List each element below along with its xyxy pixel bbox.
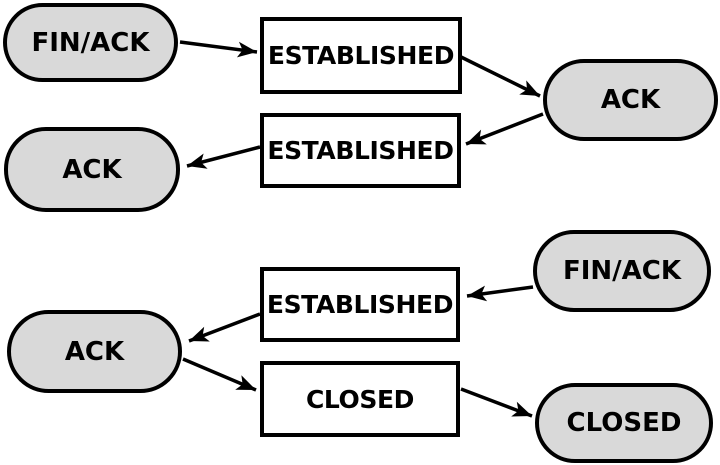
state-node-ack-left: ACK (4, 127, 180, 212)
arrow-established-3-to-ack-bottom (188, 312, 261, 343)
state-node-established-3: ESTABLISHED (260, 267, 460, 342)
arrow-ack-right-to-established-2 (465, 112, 544, 146)
arrow-closed-center-to-closed-right (460, 387, 533, 418)
state-node-finack-top: FIN/ACK (3, 3, 178, 82)
arrow-ack-bottom-to-closed-center (182, 357, 257, 392)
state-node-ack-right: ACK (543, 59, 718, 141)
arrow-established-2-to-ack-left (186, 145, 261, 169)
state-node-closed-center: CLOSED (260, 361, 460, 437)
arrow-finack-bottom-to-established-3 (466, 285, 534, 302)
arrow-finack-top-to-established-1 (179, 40, 258, 58)
state-node-established-1: ESTABLISHED (260, 17, 462, 94)
state-node-finack-bottom: FIN/ACK (533, 230, 711, 312)
state-node-closed-right: CLOSED (535, 383, 713, 463)
arrow-established-1-to-ack-right (460, 55, 541, 98)
state-node-ack-bottom: ACK (7, 310, 182, 393)
state-node-established-2: ESTABLISHED (260, 113, 461, 188)
